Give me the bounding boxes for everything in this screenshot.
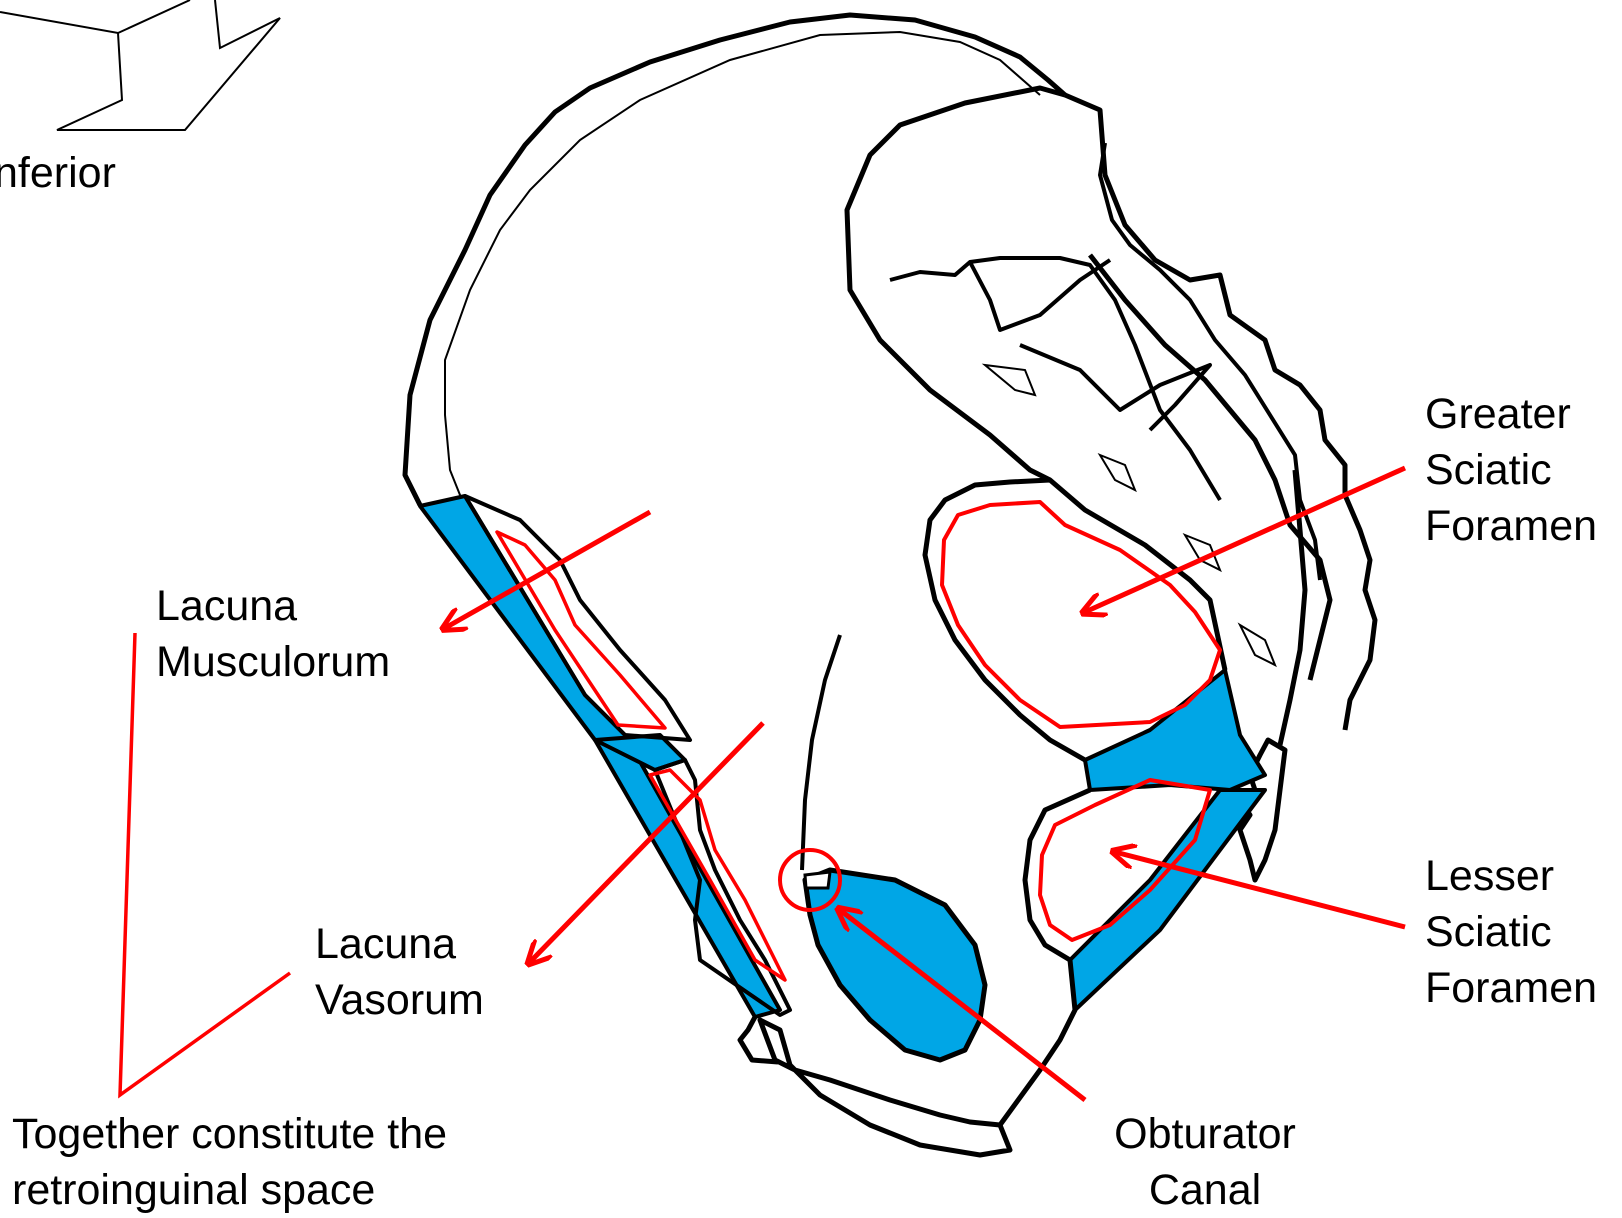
orientation-text: nferior: [0, 145, 116, 201]
acetabular-line: [802, 635, 840, 870]
label-line: Together constitute the: [12, 1106, 447, 1162]
obturator-canal-label: Obturator Canal: [1095, 1106, 1315, 1218]
sacrospinous-ligament: [1085, 670, 1265, 790]
label-line: Canal: [1095, 1162, 1315, 1218]
label-line: retroinguinal space: [12, 1162, 447, 1218]
label-line: Lacuna: [315, 916, 484, 972]
lacuna-vasorum-outline: [655, 760, 790, 1015]
lacuna-musculorum-label: Lacuna Musculorum: [156, 578, 390, 690]
retroinguinal-bracket: [120, 633, 290, 1095]
label-line: Greater: [1425, 386, 1597, 442]
label-line: Foramen: [1425, 960, 1597, 1016]
greater-sciatic-label: Greater Sciatic Foramen: [1425, 386, 1597, 554]
sacrotuberous-ligament: [1070, 790, 1265, 1010]
lesser-sciatic-label: Lesser Sciatic Foramen: [1425, 848, 1597, 1016]
greater-sciatic-foramen: [942, 502, 1220, 727]
label-line: Foramen: [1425, 498, 1597, 554]
label-line: Sciatic: [1425, 904, 1597, 960]
retroinguinal-label: Together constitute the retroinguinal sp…: [12, 1106, 447, 1218]
label-line: Lesser: [1425, 848, 1597, 904]
label-line: Sciatic: [1425, 442, 1597, 498]
label-line: Lacuna: [156, 578, 390, 634]
sacroiliac-joint: [970, 260, 1110, 330]
sacrum-outline: [847, 88, 1065, 480]
iliac-crest-inner-line: [445, 32, 1040, 500]
orientation-compass-icon: [0, 0, 280, 130]
iliac-crest-outline: [405, 15, 1065, 505]
lacuna-vasorum-label: Lacuna Vasorum: [315, 916, 484, 1028]
label-line: Musculorum: [156, 634, 390, 690]
label-line: Vasorum: [315, 972, 484, 1028]
obturator-canal-gap: [805, 872, 830, 888]
orientation-label: nferior: [0, 145, 116, 201]
label-line: Obturator: [1095, 1106, 1315, 1162]
